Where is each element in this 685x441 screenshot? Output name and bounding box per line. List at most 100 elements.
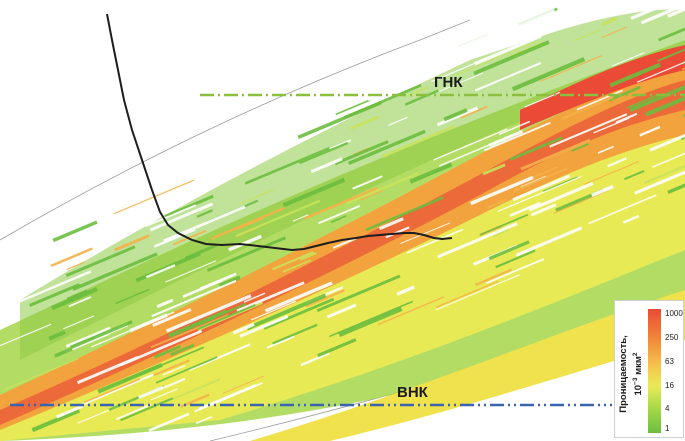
legend-unit-base: 10 xyxy=(633,384,645,396)
strata-streak xyxy=(222,375,265,394)
strata-streak xyxy=(511,57,586,92)
strata-streak xyxy=(326,303,357,319)
strata-streak xyxy=(571,143,589,152)
strata-streak xyxy=(385,226,410,239)
strata-streak xyxy=(316,274,401,313)
strata-streak xyxy=(299,141,349,165)
strata-streak xyxy=(56,404,84,419)
strata-streak xyxy=(63,315,95,330)
strata-streak xyxy=(29,283,81,307)
reservoir-top-boundary xyxy=(0,19,471,241)
strata-streak xyxy=(47,235,77,249)
strata-streak xyxy=(156,298,174,309)
strata-streak xyxy=(114,234,150,252)
strata-streak xyxy=(528,166,558,180)
strata-streak xyxy=(304,186,378,220)
strata-streak xyxy=(152,308,192,327)
strata-streak xyxy=(299,252,317,261)
strata-streak xyxy=(667,7,685,18)
permeability-band-lower-yellow xyxy=(250,290,685,441)
strata-streak xyxy=(286,96,362,131)
strata-streak xyxy=(104,179,165,206)
strata-streak xyxy=(479,213,529,236)
strata-streak xyxy=(68,296,92,308)
legend-title-line2: 10−3 мкм2 xyxy=(630,315,645,433)
strata-streak xyxy=(470,175,534,206)
strata-streak xyxy=(228,234,262,252)
strata-streak xyxy=(639,125,661,137)
strata-streak xyxy=(611,52,645,67)
strata-streak xyxy=(591,184,614,198)
strata-streak xyxy=(89,204,121,221)
strata-streak xyxy=(66,261,86,271)
strata-streak xyxy=(76,190,148,223)
strata-streak xyxy=(649,133,685,152)
strata-streak xyxy=(488,129,524,147)
strata-streak xyxy=(601,26,628,39)
legend-unit-exponent: −3 xyxy=(632,377,639,385)
strata-streak xyxy=(601,16,618,26)
legend-tick-63: 63 xyxy=(665,357,674,366)
strata-streak xyxy=(50,247,93,268)
strata-streak xyxy=(667,183,685,194)
strata-streak xyxy=(377,71,417,89)
strata-streak xyxy=(165,260,217,283)
strata-streak xyxy=(206,236,287,272)
strata-streak xyxy=(492,228,510,238)
gas-oil-contact-label: ГНК xyxy=(434,74,463,91)
strata-streak xyxy=(474,268,513,286)
strata-streak xyxy=(528,181,594,212)
strata-streak xyxy=(406,228,464,254)
strata-streak xyxy=(404,89,439,106)
strata-streak xyxy=(607,157,627,168)
strata-streak xyxy=(317,338,357,358)
strata-streak xyxy=(120,397,174,422)
strata-streak xyxy=(115,403,152,421)
strata-streak xyxy=(396,285,415,296)
strata-streak xyxy=(367,79,417,102)
strata-streak xyxy=(626,93,660,109)
strata-streak xyxy=(622,214,640,224)
strata-streak xyxy=(608,85,641,102)
permeability-band-red-top xyxy=(520,45,685,130)
strata-streak xyxy=(583,161,639,185)
strata-streak xyxy=(435,274,520,311)
strata-streak xyxy=(100,225,130,239)
strata-streak xyxy=(83,378,141,404)
strata-streak xyxy=(513,166,570,192)
strata-streak xyxy=(54,347,73,358)
legend-color-bar xyxy=(648,309,661,433)
strata-streak xyxy=(310,157,343,174)
strata-streak xyxy=(164,194,214,218)
strata-streak xyxy=(636,61,685,83)
strata-streak xyxy=(549,113,628,148)
strata-streak xyxy=(0,323,52,347)
strata-streak xyxy=(218,275,241,288)
strata-streak xyxy=(455,26,505,49)
strata-streak xyxy=(243,292,266,303)
strata-streak xyxy=(567,0,606,16)
strata-streak xyxy=(378,217,404,231)
strata-streak xyxy=(504,8,565,35)
strata-streak xyxy=(239,315,289,338)
strata-streak xyxy=(48,330,66,341)
strata-streak xyxy=(443,108,468,122)
strata-streak xyxy=(210,207,285,240)
permeability-legend: Проницаемость, 10−3 мкм2 1000 250 63 16 … xyxy=(614,300,684,438)
strata-streak xyxy=(65,245,136,277)
legend-title-line1: Проницаемость, xyxy=(618,335,629,413)
strata-streak xyxy=(498,120,531,136)
strata-streak xyxy=(232,322,255,335)
strata-streak xyxy=(115,288,150,305)
strata-streak xyxy=(485,258,545,285)
legend-tick-1: 1 xyxy=(665,424,670,433)
strata-streak xyxy=(272,251,314,271)
strata-streak xyxy=(645,96,685,117)
strata-streak xyxy=(236,155,263,168)
strata-streak xyxy=(515,226,583,257)
strata-streak xyxy=(609,62,661,88)
strata-streak xyxy=(318,205,361,225)
strata-streak xyxy=(299,112,318,123)
strata-streak xyxy=(509,136,563,161)
